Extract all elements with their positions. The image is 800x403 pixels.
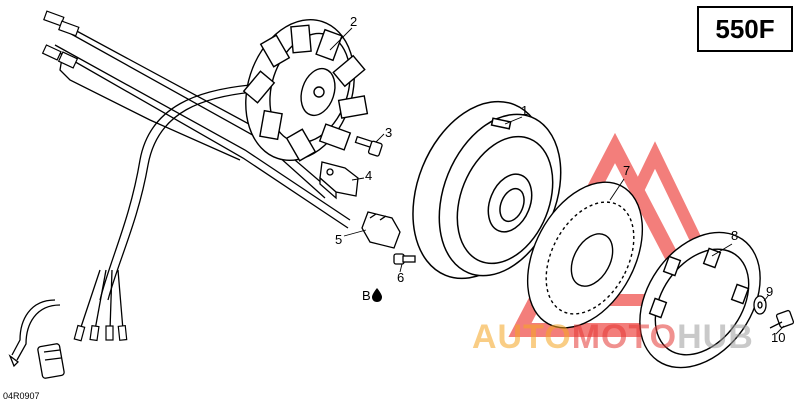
callout-1: 1 xyxy=(521,103,529,118)
ring-screw xyxy=(769,309,795,329)
watermark-part-moto: MOTO xyxy=(571,318,678,356)
callout-8: 8 xyxy=(731,228,739,243)
lubricant-marker: B xyxy=(362,288,371,303)
flywheel-bolt xyxy=(393,253,416,265)
wiring-harness xyxy=(11,21,351,361)
model-label-box: 550F xyxy=(697,6,793,52)
watermark-part-hub: HUB xyxy=(677,318,754,356)
callout-10: 10 xyxy=(771,330,786,345)
upper-connectors xyxy=(41,10,80,69)
starter-clutch-ring xyxy=(639,231,761,369)
stator-screw xyxy=(354,135,383,157)
watermark-text: AUTOMOTOHUB xyxy=(472,318,754,357)
callout-2: 2 xyxy=(350,14,358,29)
washer xyxy=(753,295,767,315)
connector-plug xyxy=(8,343,65,379)
callout-9: 9 xyxy=(766,284,774,299)
lubricant-drop-icon xyxy=(372,288,382,302)
wire-terminals xyxy=(73,324,128,342)
callout-5: 5 xyxy=(335,232,343,247)
leader-lines xyxy=(329,27,785,335)
reference-code: 04R0907 xyxy=(3,391,40,401)
ring-gear-plate xyxy=(526,181,644,329)
callout-3: 3 xyxy=(385,125,393,140)
flywheel xyxy=(412,100,562,280)
stator xyxy=(242,18,369,162)
callout-7: 7 xyxy=(623,163,631,178)
callout-4: 4 xyxy=(365,168,373,183)
sensor-block xyxy=(361,211,401,249)
watermark-part-auto: AUTO xyxy=(472,318,572,356)
model-label: 550F xyxy=(715,13,775,44)
trigger-coil xyxy=(319,161,359,200)
callout-6: 6 xyxy=(397,270,405,285)
